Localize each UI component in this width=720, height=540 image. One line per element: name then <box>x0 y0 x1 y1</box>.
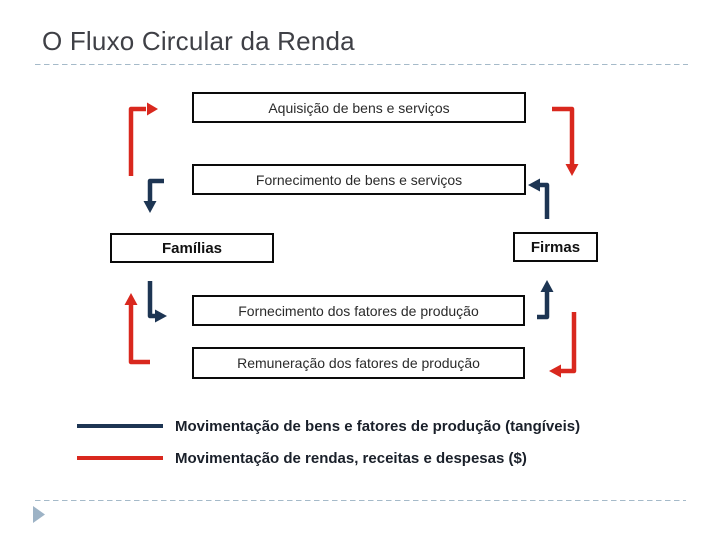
box-firmas: Firmas <box>513 232 598 262</box>
box-aquisicao: Aquisição de bens e serviços <box>192 92 526 123</box>
legend-line-money <box>77 456 163 460</box>
box-fornecimento-fatores-label: Fornecimento dos fatores de produção <box>238 302 479 319</box>
arrow-firmas-to-remuneracao <box>549 312 577 378</box>
box-fornecimento-fatores: Fornecimento dos fatores de produção <box>192 295 525 326</box>
footer-divider <box>35 500 686 501</box>
arrow-fornecimento-bens-to-familias <box>143 178 164 213</box>
box-firmas-label: Firmas <box>530 238 581 256</box>
box-aquisicao-label: Aquisição de bens e serviços <box>268 99 450 116</box>
box-fornecimento-bens: Fornecimento de bens e serviços <box>192 164 526 195</box>
box-fornecimento-bens-label: Fornecimento de bens e serviços <box>255 171 463 188</box>
footer-triangle-icon <box>33 506 45 523</box>
title-divider <box>35 64 688 65</box>
arrow-familias-to-aquisicao <box>128 102 158 176</box>
box-familias-label: Famílias <box>161 239 223 257</box>
legend-label-tangible: Movimentação de bens e fatores de produç… <box>175 418 581 435</box>
box-familias: Famílias <box>110 233 274 263</box>
arrow-remuneracao-to-familias <box>124 293 150 365</box>
arrow-aquisicao-to-firmas <box>552 106 579 176</box>
legend-line-tangible <box>77 424 163 428</box>
arrow-firmas-to-fornecimento-bens <box>528 178 550 219</box>
arrow-familias-to-fornecimento-fatores <box>147 281 167 323</box>
arrow-fornecimento-fatores-to-firmas <box>537 280 554 320</box>
slide-title: O Fluxo Circular da Renda <box>42 26 355 56</box>
legend-label-money: Movimentação de rendas, receitas e despe… <box>175 450 527 467</box>
box-remuneracao: Remuneração dos fatores de produção <box>192 347 525 379</box>
box-remuneracao-label: Remuneração dos fatores de produção <box>237 355 480 371</box>
